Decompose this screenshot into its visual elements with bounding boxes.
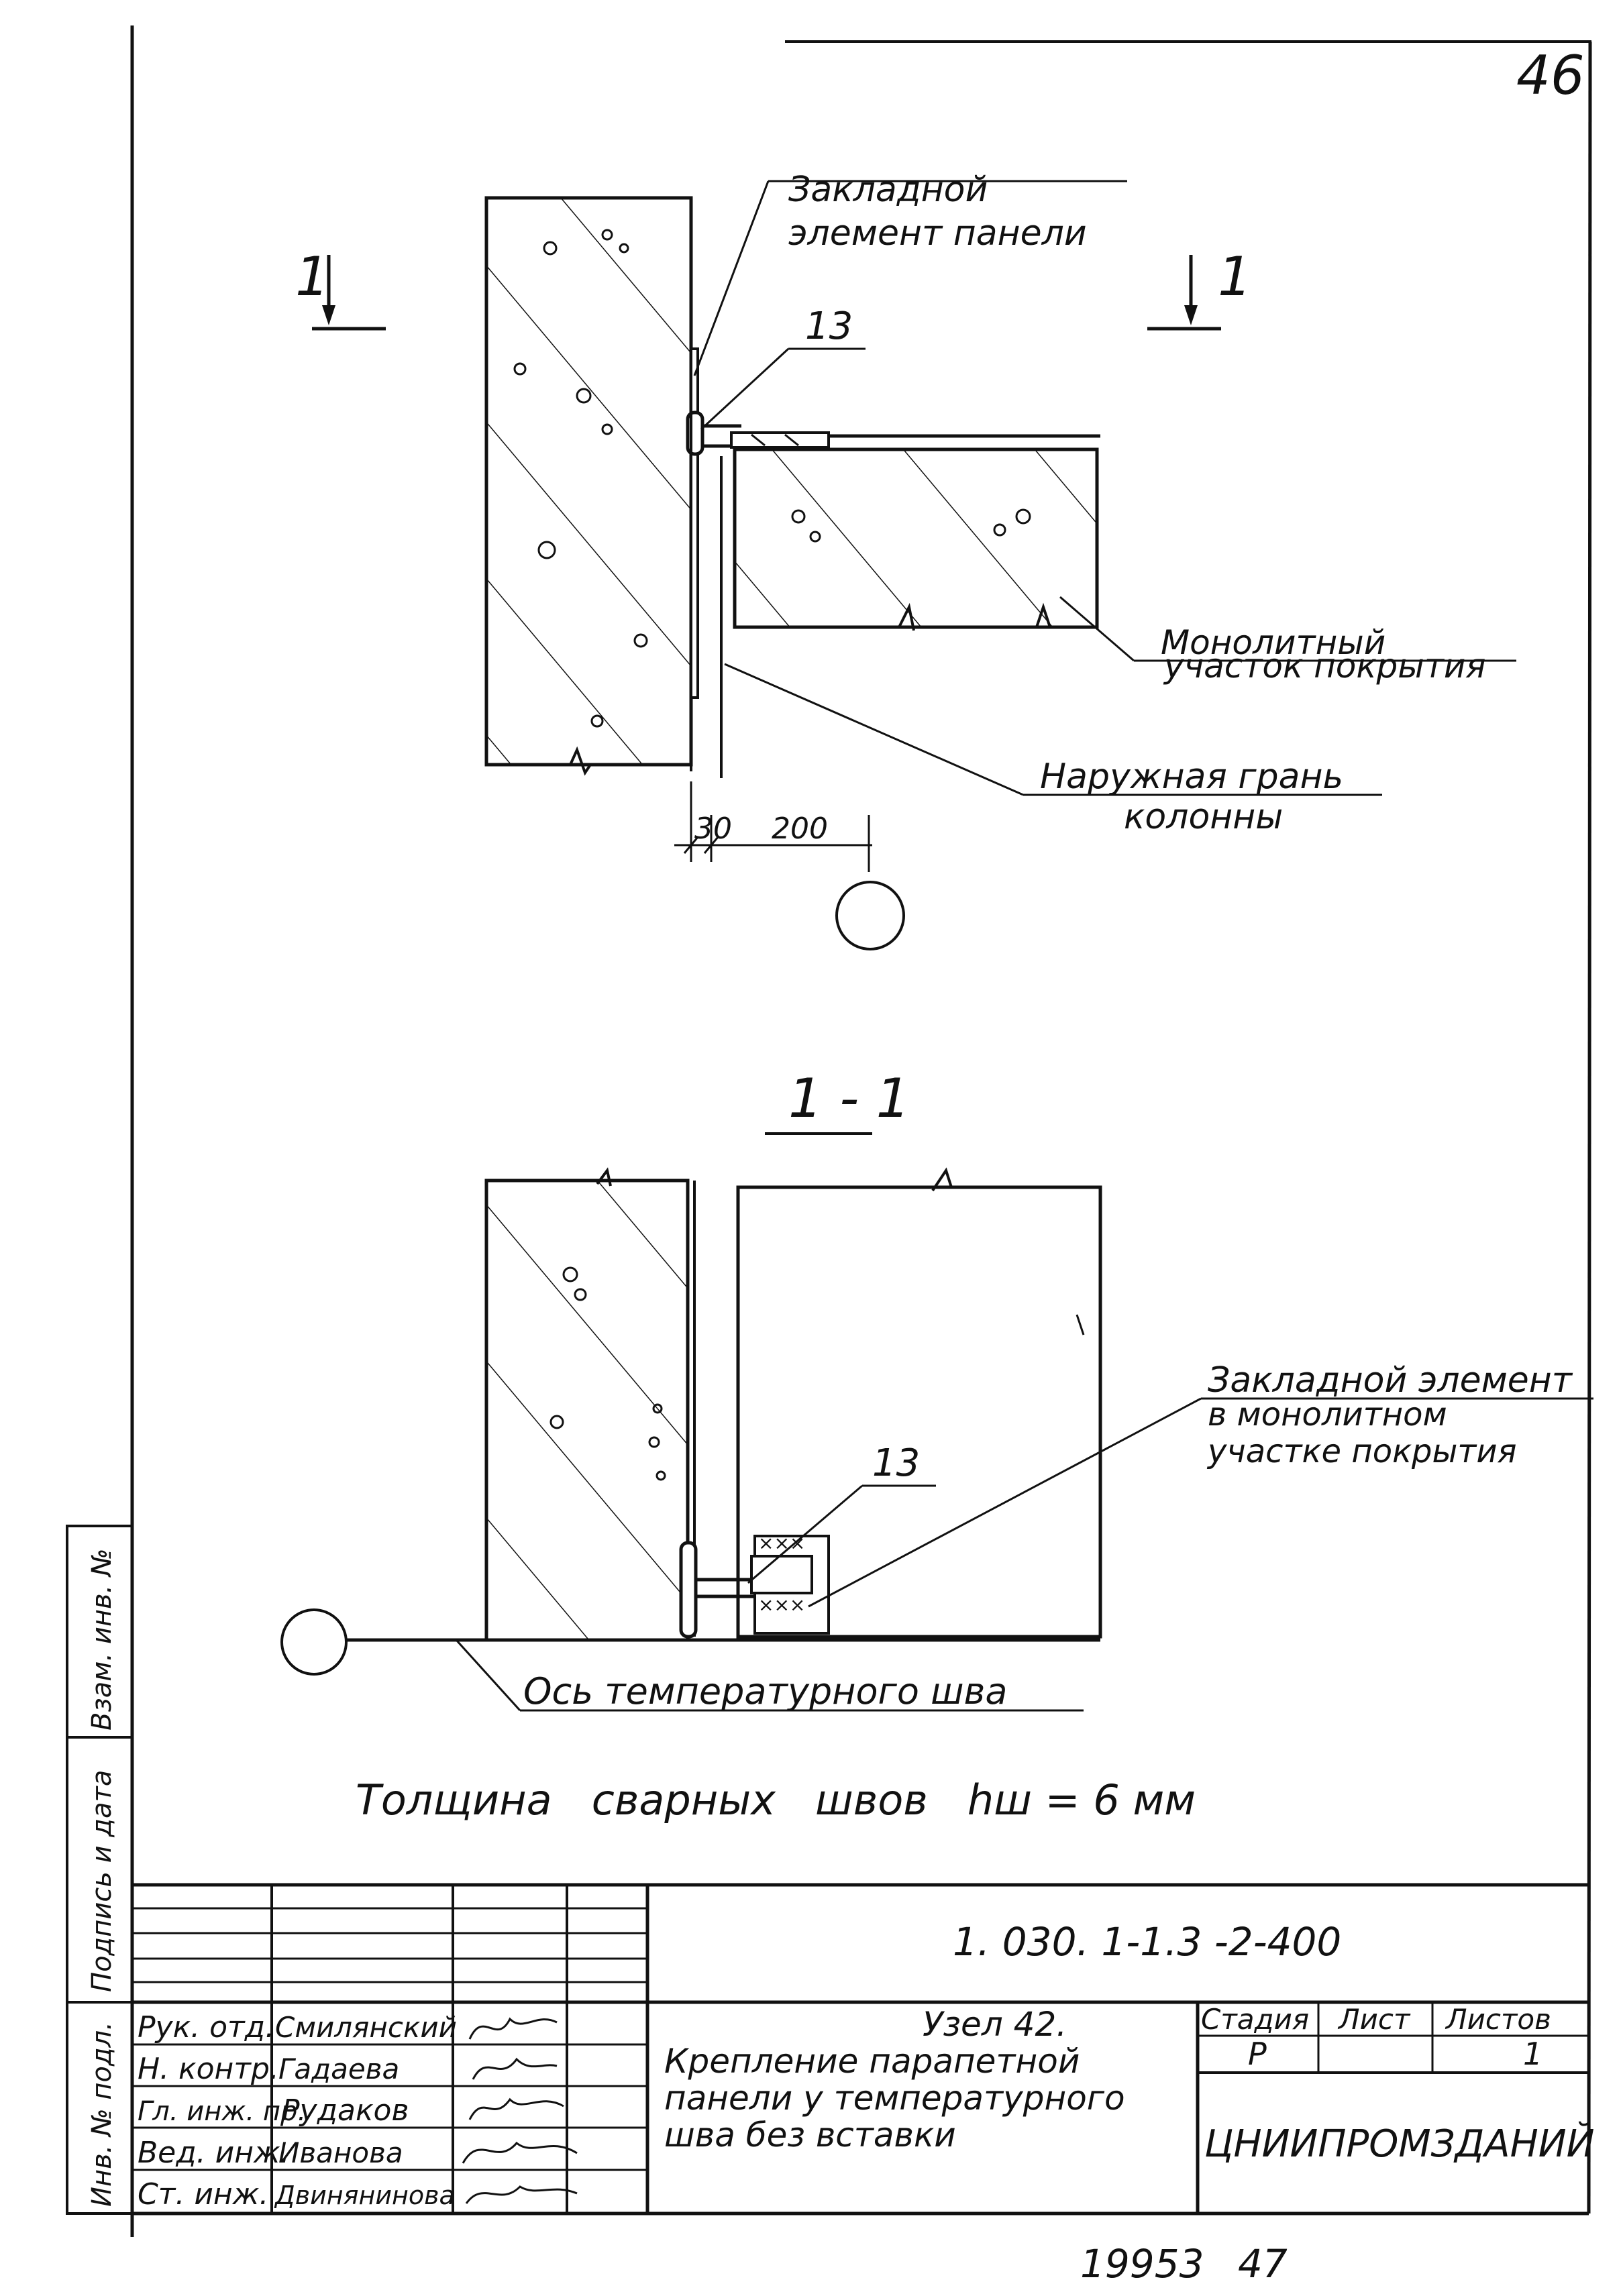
svg-text:1: 1 bbox=[1218, 245, 1252, 308]
callout-embedded-monolith-2: в монолитном bbox=[1208, 1396, 1447, 1433]
weld-node-section bbox=[679, 1541, 698, 1639]
name-1: Смилянский bbox=[275, 2011, 457, 2044]
name-5: Двинянинова bbox=[274, 2181, 455, 2210]
svg-text:1: 1 bbox=[295, 245, 329, 308]
stamp-signature-date: Подпись и дата bbox=[87, 1770, 117, 1992]
section-title: 1 - 1 bbox=[788, 1067, 910, 1130]
sheets-value: 1 bbox=[1523, 2036, 1542, 2072]
role-5: Ст. инж. bbox=[138, 2177, 268, 2211]
page-number: 46 bbox=[1516, 44, 1585, 107]
side-stamp: Инв. № подл. Подпись и дата Взам. инв. № bbox=[66, 1525, 134, 2215]
leaders-section bbox=[455, 1397, 1593, 1712]
stamp-replaced-inv: Взам. инв. № bbox=[87, 1548, 117, 1731]
callout-outer-face-2: колонны bbox=[1124, 797, 1283, 837]
stage-value: Р bbox=[1248, 2036, 1267, 2072]
next-page-number: 47 bbox=[1238, 2241, 1288, 2287]
leaders-plan bbox=[693, 180, 1516, 796]
name-2: Гадаева bbox=[278, 2053, 399, 2085]
concrete-dots bbox=[513, 229, 648, 728]
connection-plate bbox=[730, 431, 830, 449]
header-stage: Стадия bbox=[1201, 2003, 1309, 2036]
document-code: 1. 030. 1-1.3 -2-400 bbox=[953, 1919, 1341, 1965]
dimension-line: 30 200 bbox=[674, 781, 872, 872]
callout-item-13-section: 13 bbox=[872, 1441, 920, 1485]
name-4: Иванова bbox=[278, 2136, 403, 2169]
role-1: Рук. отд. bbox=[138, 2010, 274, 2044]
title-line-3: панели у температурного bbox=[664, 2079, 1125, 2118]
inventory-number: 19953 bbox=[1080, 2241, 1204, 2287]
axis-bubble-section bbox=[280, 1608, 348, 1676]
axis-bubble-plan bbox=[835, 881, 905, 950]
section-mark-right: 1 bbox=[1147, 245, 1252, 331]
callout-embedded-panel-2: элемент панели bbox=[788, 213, 1087, 254]
stamp-inv-original: Инв. № подл. bbox=[87, 2022, 117, 2207]
organization: ЦНИИПРОМЗДАНИЙ bbox=[1204, 2122, 1595, 2166]
title-line-2: Крепление парапетной bbox=[664, 2042, 1080, 2081]
parapet-panel bbox=[484, 196, 693, 767]
title-line-1: Узел 42. bbox=[923, 2005, 1067, 2044]
callout-embedded-panel-1: Закладной bbox=[788, 170, 988, 210]
callout-embedded-monolith-1: Закладной элемент bbox=[1208, 1360, 1573, 1401]
callout-axis: Ось температурного шва bbox=[523, 1670, 1007, 1712]
header-sheets: Листов bbox=[1445, 2003, 1551, 2036]
name-3: Рудаков bbox=[282, 2093, 409, 2128]
title-block: 1. 030. 1-1.3 -2-400 Рук. отд. Н. контр.… bbox=[132, 1883, 1595, 2213]
weld-note: Толщина сварных швов hш = 6 мм bbox=[356, 1775, 1196, 1824]
parapet-panel-section bbox=[484, 1179, 690, 1642]
callout-monolithic-2: участок покрытия bbox=[1163, 647, 1485, 686]
plan-view: 1 1 30 200 bbox=[295, 180, 1516, 950]
svg-text:×××: ××× bbox=[758, 1594, 805, 1616]
callout-embedded-monolith-3: участке покрытия bbox=[1206, 1433, 1516, 1470]
title-line-4: шва без вставки bbox=[664, 2116, 956, 2154]
monolithic-slab bbox=[733, 447, 1099, 629]
role-4: Вед. инж. bbox=[138, 2136, 290, 2170]
callout-item-13-plan: 13 bbox=[805, 305, 853, 348]
sheet-frame bbox=[130, 25, 1592, 2237]
role-3: Гл. инж. пр. bbox=[138, 2096, 306, 2127]
callout-outer-face-1: Наружная грань bbox=[1040, 757, 1343, 797]
dim-200: 200 bbox=[772, 812, 828, 846]
break-mark bbox=[569, 746, 592, 776]
dim-30: 30 bbox=[694, 812, 732, 846]
callout-monolithic-1: Монолитный bbox=[1161, 623, 1385, 662]
section-1-1: 1 - 1 ××× ××× bbox=[280, 1067, 1593, 1712]
section-mark-left: 1 bbox=[295, 245, 386, 331]
signatures bbox=[462, 2017, 578, 2204]
role-2: Н. контр. bbox=[138, 2052, 279, 2086]
svg-text:×××: ××× bbox=[758, 1532, 805, 1554]
monolithic-block-section bbox=[736, 1185, 1102, 1639]
header-sheet: Лист bbox=[1337, 2003, 1411, 2036]
